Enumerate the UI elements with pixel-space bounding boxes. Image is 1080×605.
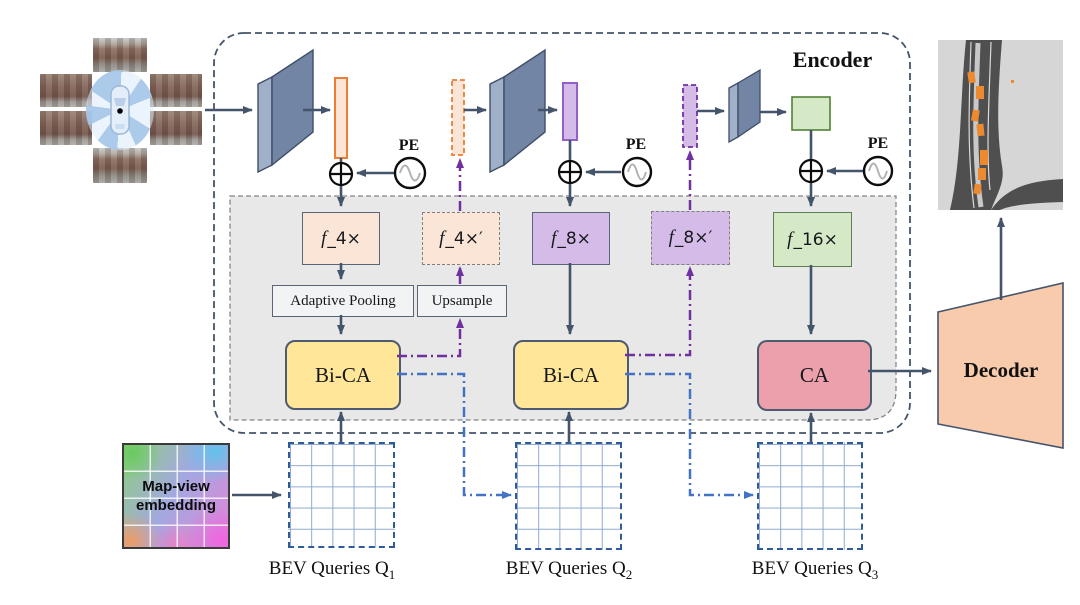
backbone-stage3-block bbox=[728, 68, 761, 144]
camera-image-back bbox=[93, 148, 147, 183]
feature-bar-4x-prime bbox=[451, 79, 465, 156]
feature-square-16x bbox=[791, 96, 831, 131]
camera-image-back-left bbox=[40, 111, 92, 145]
plus-circle-icon-1 bbox=[328, 161, 354, 187]
pe-generator-icons bbox=[393, 155, 894, 190]
backbone-stage1-block bbox=[257, 48, 314, 174]
bev-query-grid-q3 bbox=[757, 442, 863, 550]
camera-image-front-left bbox=[40, 74, 92, 107]
f16x-block: f_16× bbox=[773, 212, 852, 267]
feature-bar-8x-prime bbox=[682, 84, 698, 148]
f8x-prime-block: f_8×′ bbox=[651, 211, 730, 265]
pe-sine-icon-3 bbox=[862, 155, 894, 187]
bi-ca-block-1: Bi-CA bbox=[285, 340, 401, 410]
camera-image-front-right bbox=[150, 74, 202, 107]
ego-car-icon bbox=[110, 85, 130, 135]
add-pe-icons bbox=[328, 158, 824, 187]
pe-sine-icon-2 bbox=[621, 156, 653, 188]
bev-output-image bbox=[938, 40, 1063, 210]
bev-queries-q1-label: BEV Queries Q1 bbox=[268, 558, 396, 582]
decoder-label: Decoder bbox=[963, 358, 1039, 382]
f8x-block: f_8× bbox=[532, 212, 610, 265]
map-view-embedding: Map-view embedding bbox=[122, 443, 230, 549]
plus-circle-icon-2 bbox=[557, 159, 583, 185]
upsample-box: Upsample bbox=[417, 285, 507, 317]
f4x-block: f_4× bbox=[302, 212, 380, 265]
camera-image-front bbox=[93, 38, 147, 72]
bev-queries-q3-label: BEV Queries Q3 bbox=[751, 558, 879, 582]
bi-ca-block-2: Bi-CA bbox=[513, 340, 629, 410]
feature-bar-4x bbox=[334, 77, 348, 159]
adaptive-pooling-box: Adaptive Pooling bbox=[272, 285, 414, 317]
feature-bar-8x bbox=[562, 82, 578, 141]
bev-query-grid-q2 bbox=[515, 442, 622, 550]
bev-query-grid-q1 bbox=[288, 442, 395, 548]
pe-label-3: PE bbox=[867, 135, 889, 152]
pe-sine-icon-1 bbox=[393, 156, 427, 190]
pe-label-1: PE bbox=[398, 137, 420, 154]
backbone-stage2-block bbox=[489, 48, 546, 174]
bev-queries-q2-label: BEV Queries Q2 bbox=[505, 558, 633, 582]
camera-image-back-right bbox=[150, 111, 202, 145]
ca-block: CA bbox=[757, 340, 872, 411]
plus-circle-icon-3 bbox=[798, 158, 824, 184]
f4x-prime-block: f_4×′ bbox=[422, 212, 500, 265]
pe-label-2: PE bbox=[625, 136, 647, 153]
encoder-label: Encoder bbox=[792, 47, 873, 72]
